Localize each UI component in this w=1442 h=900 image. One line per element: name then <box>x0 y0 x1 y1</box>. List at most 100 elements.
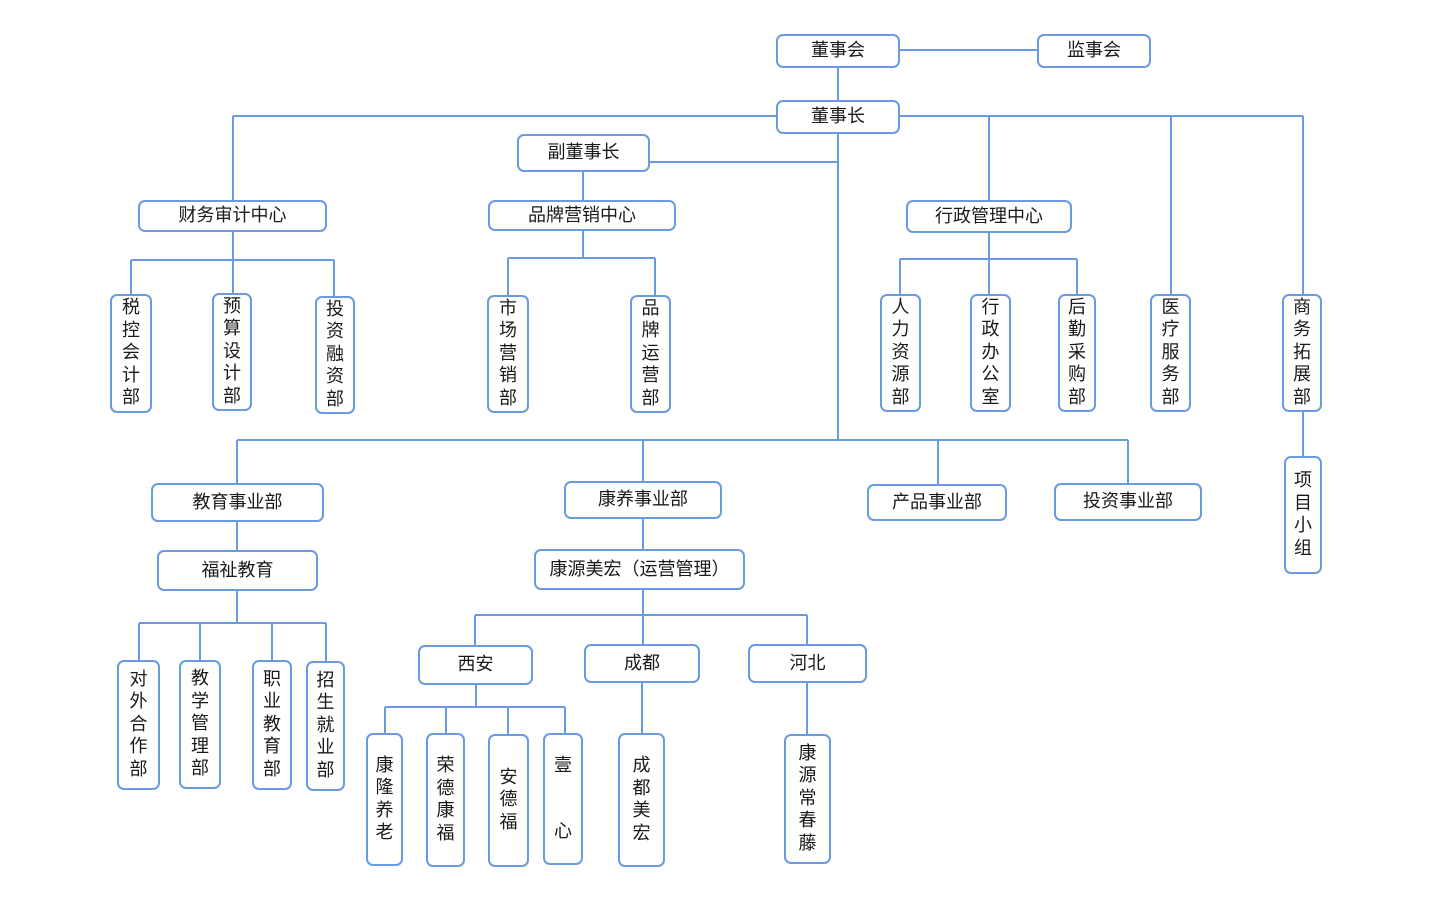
node-char: 常 <box>798 787 817 809</box>
node-char: 小 <box>1294 515 1312 536</box>
node-product-division[interactable]: 产品事业部 <box>867 484 1007 521</box>
node-char: 春 <box>798 810 817 832</box>
node-char: 项 <box>1294 470 1312 491</box>
node-char: 购 <box>1068 364 1086 386</box>
node-char: 部 <box>129 758 148 780</box>
node-char: 源 <box>891 364 910 386</box>
node-char: 理 <box>191 735 209 757</box>
node-chengdu-meihong[interactable]: 成都美宏 <box>618 733 665 867</box>
node-char: 就 <box>316 714 335 736</box>
node-education-division[interactable]: 教育事业部 <box>151 483 324 522</box>
node-supervisory-board[interactable]: 监事会 <box>1037 34 1151 68</box>
node-char: 目 <box>1294 492 1312 514</box>
node-char: 部 <box>191 758 209 780</box>
node-char: 设 <box>223 340 241 362</box>
node-fuzhi-education[interactable]: 福祉教育 <box>157 550 318 591</box>
node-char: 外 <box>129 691 148 713</box>
node-admin-office[interactable]: 行政办公室 <box>970 294 1011 412</box>
node-char: 预 <box>223 295 241 317</box>
node-char: 养 <box>375 799 394 821</box>
node-char: 部 <box>1293 386 1311 408</box>
node-char: 采 <box>1068 341 1086 363</box>
node-char: 职 <box>263 668 281 690</box>
node-business-development-dept[interactable]: 商务拓展部 <box>1282 294 1322 412</box>
node-teaching-management-dept[interactable]: 教学管理部 <box>179 660 221 789</box>
node-chengdu[interactable]: 成都 <box>584 644 700 683</box>
node-char: 都 <box>632 777 651 799</box>
node-char: 壹 <box>554 754 572 776</box>
node-char: 招 <box>316 669 335 691</box>
node-vocational-education-dept[interactable]: 职业教育部 <box>252 660 292 790</box>
node-board[interactable]: 董事会 <box>776 34 900 68</box>
node-char: 融 <box>326 343 344 365</box>
node-kanglong-elderly-care[interactable]: 康隆养老 <box>366 733 403 866</box>
node-char: 部 <box>1068 386 1086 408</box>
node-kangyuan-meihong[interactable]: 康源美宏（运营管理） <box>534 549 745 590</box>
node-char: 公 <box>981 364 1000 386</box>
node-char: 计 <box>223 363 241 385</box>
node-char: 品 <box>641 297 660 319</box>
node-budget-design-dept[interactable]: 预算设计部 <box>212 293 252 411</box>
node-char: 康 <box>375 754 394 776</box>
node-char: 牌 <box>641 320 660 342</box>
node-kangyuan-changchunteng[interactable]: 康源常春藤 <box>784 734 831 864</box>
node-char: 务 <box>1293 319 1311 341</box>
node-investment-division[interactable]: 投资事业部 <box>1054 483 1202 521</box>
node-hr-dept[interactable]: 人力资源部 <box>880 294 921 412</box>
node-char: 生 <box>316 692 335 714</box>
node-external-cooperation-dept[interactable]: 对外合作部 <box>117 660 160 790</box>
node-char: 对 <box>129 668 148 690</box>
node-admissions-employment-dept[interactable]: 招生就业部 <box>306 661 345 791</box>
node-logistics-purchasing-dept[interactable]: 后勤采购部 <box>1058 294 1096 412</box>
node-char <box>560 777 566 821</box>
node-char: 税 <box>122 297 140 319</box>
node-xian[interactable]: 西安 <box>418 645 533 685</box>
node-char: 计 <box>122 364 140 386</box>
node-char: 资 <box>891 341 910 363</box>
node-char: 医 <box>1161 296 1180 318</box>
node-char: 政 <box>981 319 1000 341</box>
node-char: 合 <box>129 713 148 735</box>
node-finance-audit-center[interactable]: 财务审计中心 <box>138 200 327 232</box>
node-char: 市 <box>499 297 517 319</box>
node-char: 部 <box>891 386 910 408</box>
node-tax-accounting-dept[interactable]: 税控会计部 <box>110 294 152 413</box>
node-char: 美 <box>632 800 651 821</box>
node-project-team[interactable]: 项目小组 <box>1284 456 1322 574</box>
node-char: 管 <box>191 713 209 735</box>
node-char: 作 <box>129 736 148 758</box>
node-admin-management-center[interactable]: 行政管理中心 <box>906 200 1072 233</box>
node-char: 部 <box>1161 386 1180 408</box>
node-ande-fu[interactable]: 安德福 <box>488 734 529 867</box>
node-chairman[interactable]: 董事长 <box>776 100 900 134</box>
node-wellness-division[interactable]: 康养事业部 <box>564 481 722 519</box>
node-char: 福 <box>436 822 455 844</box>
node-char: 控 <box>122 319 140 341</box>
node-char: 商 <box>1293 296 1311 318</box>
node-rongde-kangfu[interactable]: 荣德康福 <box>426 733 465 867</box>
node-char: 营 <box>641 365 660 387</box>
node-char: 康 <box>436 800 455 821</box>
node-char: 力 <box>891 319 910 341</box>
node-char: 康 <box>798 742 817 764</box>
node-hebei[interactable]: 河北 <box>748 644 867 683</box>
node-char: 荣 <box>436 755 455 776</box>
node-brand-marketing-center[interactable]: 品牌营销中心 <box>488 200 676 231</box>
node-vice-chairman[interactable]: 副董事长 <box>517 134 650 172</box>
node-char: 老 <box>375 822 394 843</box>
node-brand-operations-dept[interactable]: 品牌运营部 <box>630 295 671 413</box>
node-investment-financing-dept[interactable]: 投资融资部 <box>315 296 355 414</box>
node-char: 学 <box>191 690 209 712</box>
node-char: 人 <box>891 296 910 318</box>
node-char: 资 <box>326 321 344 343</box>
node-market-marketing-dept[interactable]: 市场营销部 <box>487 295 529 413</box>
node-medical-service-dept[interactable]: 医疗服务部 <box>1150 294 1191 412</box>
node-char: 部 <box>326 388 344 410</box>
node-yixin[interactable]: 壹 心 <box>543 733 583 865</box>
node-char: 宏 <box>632 822 651 844</box>
node-char: 运 <box>641 342 660 364</box>
node-char: 德 <box>436 777 455 799</box>
node-char: 教 <box>263 713 281 735</box>
node-char: 部 <box>316 759 335 781</box>
